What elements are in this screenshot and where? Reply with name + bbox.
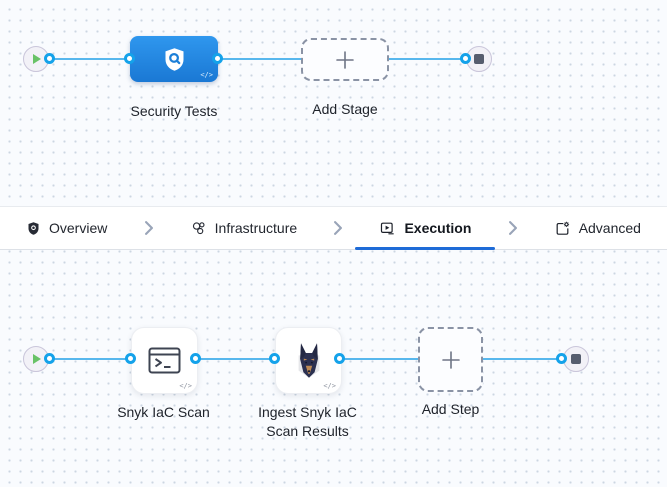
infrastructure-icon [190,220,207,237]
link-port [556,353,567,364]
stop-icon [571,354,581,364]
link-port [460,53,471,64]
tab-advanced[interactable]: Advanced [528,207,667,249]
play-icon [31,53,42,65]
link-port [269,353,280,364]
tab-label: Overview [49,220,108,236]
tab-label: Execution [404,220,472,236]
active-tab-underline [355,247,496,250]
tab-infrastructure[interactable]: Infrastructure [164,207,323,249]
step-label: Ingest Snyk IaC Scan Results [258,404,357,439]
link-port [44,53,55,64]
stage-end-node [466,46,492,72]
chevron-right-icon [331,207,345,249]
link-port [125,353,136,364]
advanced-icon [554,220,571,237]
tab-overview[interactable]: Overview [0,207,133,249]
add-stage-button[interactable] [301,38,389,81]
stage-config-tab-bar: Overview Infrastructure [0,206,667,250]
step-card-snyk-iac-scan[interactable]: </> [131,327,198,394]
tab-label: Advanced [578,220,641,236]
add-stage-label: Add Stage [312,101,378,117]
link-port [44,353,55,364]
plus-icon [334,49,356,71]
snyk-doberman-icon [293,341,325,381]
link-port [190,353,201,364]
link-port [212,53,223,64]
stop-icon [474,54,484,64]
add-step-button[interactable] [418,327,483,392]
chevron-right-icon [142,207,156,249]
terminal-icon [148,347,181,374]
link-port [124,53,135,64]
chevron-right-icon [506,207,520,249]
step-end-node [563,346,589,372]
play-icon [31,353,42,365]
stage-connector-line [36,58,479,60]
stage-template-code-icon: </> [200,71,213,79]
stage-label: Security Tests [130,103,218,119]
tab-label: Infrastructure [214,220,298,236]
step-template-code-icon: </> [323,382,336,390]
shield-icon [26,221,41,236]
tab-execution[interactable]: Execution [353,207,497,250]
link-port [334,353,345,364]
plus-icon [440,349,462,371]
add-step-label: Add Step [421,401,480,417]
step-template-code-icon: </> [179,382,192,390]
step-card-ingest-snyk-results[interactable]: </> [275,327,342,394]
execution-icon [379,220,396,237]
shield-scan-icon [161,46,188,73]
stage-card-security-tests[interactable]: </> [130,36,218,82]
step-label: Snyk IaC Scan [117,404,210,420]
